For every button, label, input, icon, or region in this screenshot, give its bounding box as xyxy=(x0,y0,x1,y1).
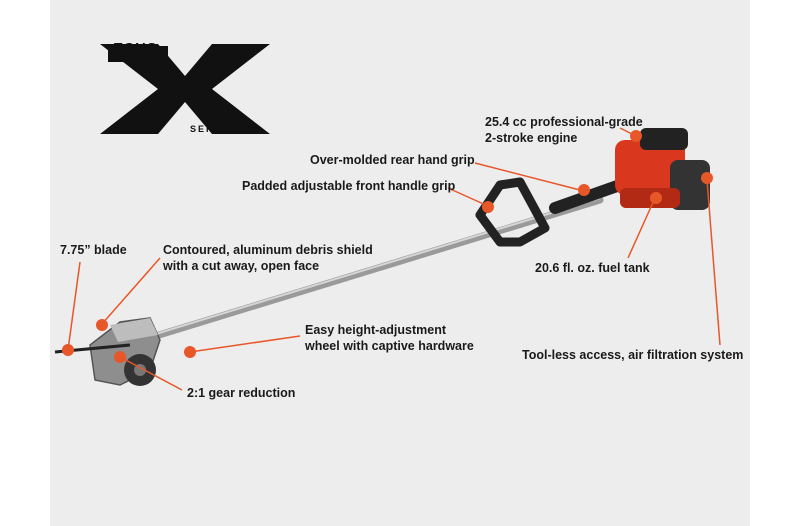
callout-blade: 7.75” blade xyxy=(60,243,127,257)
blade-marker xyxy=(62,344,74,356)
callout-shield: Contoured, aluminum debris shield with a… xyxy=(163,242,373,274)
callout-engine: 25.4 cc professional-grade 2-stroke engi… xyxy=(485,114,643,146)
callout-gear: 2:1 gear reduction xyxy=(187,386,296,400)
drive-shaft xyxy=(106,196,604,354)
front-handle xyxy=(475,177,550,247)
callout-shield-line1: Contoured, aluminum debris shield xyxy=(163,243,373,257)
callout-engine-line2: 2-stroke engine xyxy=(485,131,578,145)
gear-marker xyxy=(114,351,126,363)
callout-rear-grip: Over-molded rear hand grip xyxy=(310,153,475,167)
callout-engine-line1: 25.4 cc professional-grade xyxy=(485,115,643,129)
air-filter-marker xyxy=(701,172,713,184)
shield-marker xyxy=(96,319,108,331)
wheel-marker xyxy=(184,346,196,358)
echo-x-series-logo xyxy=(100,44,270,134)
front-grip-marker xyxy=(482,201,494,213)
rear-grip-marker xyxy=(578,184,590,196)
callout-wheel: Easy height-adjustment wheel with captiv… xyxy=(305,322,474,354)
callout-wheel-line2: wheel with captive hardware xyxy=(305,339,474,353)
rear-hand-grip xyxy=(549,179,626,214)
logo-brand: ECHO xyxy=(112,40,158,57)
callout-fuel-tank: 20.6 fl. oz. fuel tank xyxy=(535,261,650,275)
callout-shield-line2: with a cut away, open face xyxy=(163,259,320,273)
callout-front-grip: Padded adjustable front handle grip xyxy=(242,179,456,193)
callout-air-filter: Tool-less access, air filtration system xyxy=(522,348,744,362)
engine-marker xyxy=(630,130,642,142)
callout-wheel-line1: Easy height-adjustment xyxy=(305,323,446,337)
logo-series: SERIES xyxy=(190,124,236,134)
fuel-tank-marker xyxy=(650,192,662,204)
